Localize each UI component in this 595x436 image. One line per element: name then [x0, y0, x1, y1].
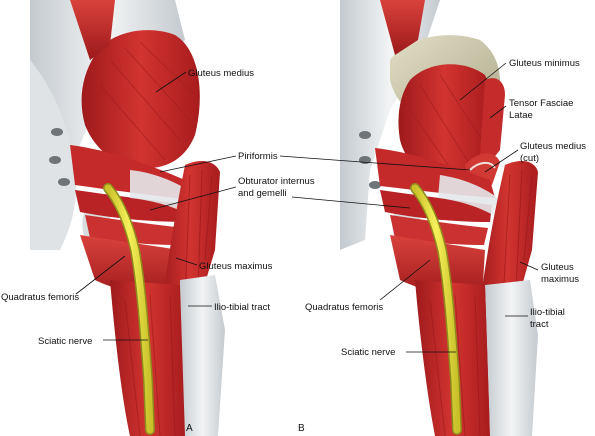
- panel-letter-b: B: [298, 423, 305, 434]
- label-gluteus-medius-cut-line1: Gluteus medius: [520, 141, 586, 152]
- panel-b-drawing: [340, 0, 538, 436]
- label-tfl-line2: Latae: [509, 110, 533, 121]
- leader-piriformis: [159, 155, 471, 173]
- label-sciatic-nerve: Sciatic nerve: [38, 336, 92, 347]
- leader-gluteus-maximus-b: [519, 261, 539, 271]
- leader-tfl: [489, 105, 507, 119]
- panel-letter-a: A: [186, 423, 193, 434]
- leader-quadratus-b: [379, 259, 431, 301]
- label-ilio-tibial-b-line2: tract: [530, 319, 549, 330]
- label-gluteus-minimus: Gluteus minimus: [509, 58, 580, 69]
- label-gluteus-medius-cut-line2: (cut): [520, 153, 539, 164]
- leader-gluteus-medius-a: [155, 71, 187, 93]
- label-sciatic-nerve-b: Sciatic nerve: [341, 347, 395, 358]
- label-gluteus-maximus: Gluteus maximus: [199, 261, 273, 272]
- label-quadratus-femoris-b: Quadratus femoris: [305, 302, 383, 313]
- leader-gluteus-maximus-a: [175, 257, 198, 266]
- label-piriformis: Piriformis: [238, 151, 278, 162]
- leader-gluteus-minimus: [459, 62, 507, 101]
- labels-panel-a: Gluteus medius Piriformis Obturator inte…: [1, 68, 315, 434]
- label-gluteus-medius: Gluteus medius: [188, 68, 254, 79]
- labels-panel-b: Gluteus minimus Tensor Fasciae Latae Glu…: [298, 58, 586, 434]
- leader-obturator: [149, 186, 411, 211]
- label-ilio-tibial-b-line1: Ilio-tibial: [530, 307, 565, 318]
- label-obturator-line1: Obturator internus: [238, 176, 315, 187]
- leader-quadratus-a: [75, 255, 126, 295]
- panel-a-drawing: [30, 0, 225, 436]
- leader-gluteus-medius-cut: [484, 149, 519, 173]
- label-gluteus-maximus-b-line2: maximus: [541, 274, 579, 285]
- label-ilio-tibial-tract: Ilio-tibial tract: [214, 302, 270, 313]
- label-quadratus-femoris: Quadratus femoris: [1, 292, 79, 303]
- label-gluteus-maximus-b-line1: Gluteus: [541, 262, 574, 273]
- label-obturator-line2: and gemelli: [238, 188, 287, 199]
- leader-lines: [75, 62, 539, 353]
- label-tfl-line1: Tensor Fasciae: [509, 98, 573, 109]
